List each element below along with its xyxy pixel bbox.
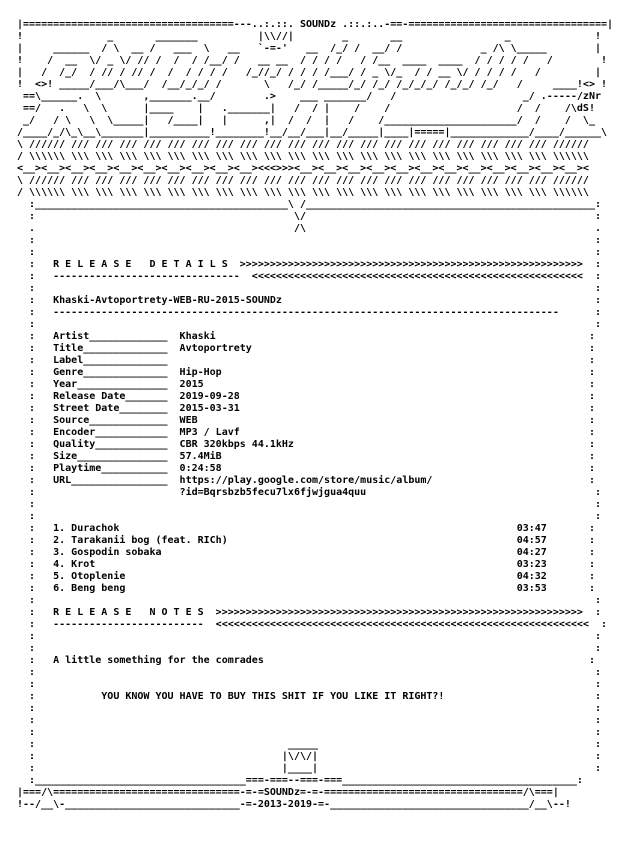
nfo-line: : Street Date________ 2015-03-31 :: [17, 403, 595, 414]
nfo-line: : Encoder____________ MP3 / Lavf :: [17, 427, 595, 438]
nfo-line: : :: [17, 247, 601, 258]
nfo-line: : :: [17, 283, 601, 294]
nfo-line: : Quality____________ CBR 320kbps 44.1kH…: [17, 439, 595, 450]
nfo-line: : _____ :: [17, 739, 601, 750]
nfo-line: : :: [17, 715, 601, 726]
nfo-line: : Genre______________ Hip-Hop :: [17, 367, 595, 378]
nfo-line: :_______________________________________…: [17, 199, 601, 210]
nfo-line: !--/__\-_____________________________-=-…: [17, 799, 571, 810]
nfo-line: /____/_/\_\__\_______|__________!_______…: [17, 127, 608, 138]
nfo-line: : Release Date_______ 2019-09-28 :: [17, 391, 595, 402]
nfo-line: <__><__><__><__><__><__><__><__><__><__>…: [17, 163, 589, 174]
nfo-line: : \/ :: [17, 211, 601, 222]
nfo-line: . /\ .: [17, 223, 601, 234]
nfo-document: |===================================---.…: [17, 19, 613, 811]
nfo-line: : R E L E A S E D E T A I L S >>>>>>>>>>…: [17, 259, 601, 270]
nfo-line: | ______ / \ __ / ___ \ __ `-=-' __ /_/ …: [17, 43, 601, 54]
nfo-line: : 3. Gospodin sobaka 04:27 :: [17, 547, 595, 558]
nfo-line: : :: [17, 727, 601, 738]
nfo-line: : |\/\/| :: [17, 751, 601, 762]
nfo-line: : R E L E A S E N O T E S >>>>>>>>>>>>>>…: [17, 607, 601, 618]
nfo-line: : |____| :: [17, 763, 601, 774]
nfo-line: |===/\===============================-=-…: [17, 787, 559, 798]
nfo-line: : :: [17, 595, 601, 606]
nfo-line: ! / __ \/ _ \/ // / / / /__/ / __ __ / /…: [17, 55, 608, 66]
nfo-line: : ------------------------- <<<<<<<<<<<<…: [17, 619, 608, 630]
nfo-line: : 4. Krot 03:23 :: [17, 559, 595, 570]
nfo-line: : Year_______________ 2015 :: [17, 379, 595, 390]
nfo-line: : :: [17, 667, 601, 678]
nfo-line: : 2. Tarakanii bog (feat. RICh) 04:57 :: [17, 535, 595, 546]
nfo-line: :___________________________________===-…: [17, 775, 583, 786]
nfo-line: : Khaski-Avtoportrety-WEB-RU-2015-SOUNDz…: [17, 295, 601, 306]
nfo-line: | / /_/ / // / // / / / / / / /_//_/ / /…: [17, 67, 601, 78]
nfo-line: \ ////// /// /// /// /// /// /// /// ///…: [17, 175, 589, 186]
nfo-line: : :: [17, 643, 601, 654]
nfo-line: / \\\\\\ \\\ \\\ \\\ \\\ \\\ \\\ \\\ \\\…: [17, 187, 589, 198]
nfo-line: ==/ . \ \ |____ | ._______| / / | / / / …: [17, 103, 595, 114]
nfo-line: : 6. Beng beng 03:53 :: [17, 583, 595, 594]
nfo-line: : Source_____________ WEB :: [17, 415, 595, 426]
nfo-line: : :: [17, 631, 601, 642]
nfo-line: : A little something for the comrades :: [17, 655, 595, 666]
nfo-line: : URL________________ https://play.googl…: [17, 475, 595, 486]
nfo-line: : :: [17, 235, 601, 246]
nfo-line: : Artist_____________ Khaski :: [17, 331, 595, 342]
nfo-line: : 5. Otoplenie 04:32 :: [17, 571, 595, 582]
nfo-line: : ?id=Bqrsbzb5fecu7lx6fjwjgua4quu :: [17, 487, 601, 498]
nfo-line: : :: [17, 499, 601, 510]
nfo-line: _/ / \ \ \_____| /____| | ,| / / | / /__…: [17, 115, 595, 126]
nfo-line: : Playtime___________ 0:24:58 :: [17, 463, 595, 474]
nfo-line: : :: [17, 703, 601, 714]
nfo-line: : Label______________ :: [17, 355, 595, 366]
nfo-line: : Title______________ Avtoportrety :: [17, 343, 595, 354]
nfo-line: : --------------------------------------…: [17, 307, 601, 318]
nfo-line: : :: [17, 319, 601, 330]
nfo-line: : 1. Durachok 03:47 :: [17, 523, 595, 534]
nfo-line: : Size_______________ 57.4MiB :: [17, 451, 595, 462]
nfo-line: : ------------------------------- <<<<<<…: [17, 271, 601, 282]
nfo-line: ! <>! _____/___/\___/ /__/_/_/ / \ /_/ /…: [17, 79, 608, 90]
nfo-line: / \\\\\\ \\\ \\\ \\\ \\\ \\\ \\\ \\\ \\\…: [17, 151, 589, 162]
nfo-line: : YOU KNOW YOU HAVE TO BUY THIS SHIT IF …: [17, 691, 601, 702]
nfo-line: |===================================---.…: [17, 19, 614, 30]
nfo-line: : :: [17, 511, 601, 522]
nfo-line: \ ////// /// /// /// /// /// /// /// ///…: [17, 139, 589, 150]
nfo-line: ! _ _______ |\\//| _ __ _ !: [17, 31, 601, 42]
nfo-line: : :: [17, 679, 601, 690]
nfo-line: ==\______. \ ,_______.__/ .> ___ _______…: [17, 91, 601, 102]
